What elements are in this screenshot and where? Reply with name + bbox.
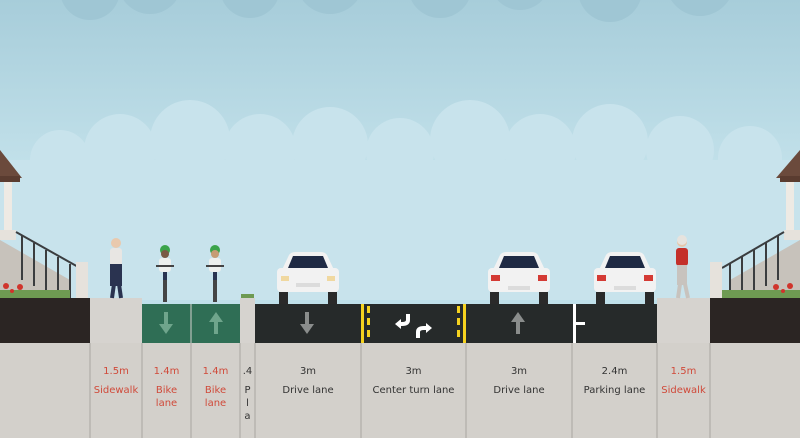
segment-name: Drive lane xyxy=(282,385,334,396)
turn-left-right-icon xyxy=(398,314,428,338)
segment-width: 3m xyxy=(405,366,422,377)
segment-width: 1.5m xyxy=(103,366,129,377)
sidewalk-left-surface xyxy=(90,298,142,343)
segment-dividers xyxy=(89,343,711,438)
segment-name: Parking lane xyxy=(583,385,646,396)
pedestrian-icon xyxy=(110,238,123,299)
segment-width: 1.5m xyxy=(670,366,697,377)
car-icon xyxy=(594,252,656,304)
arrow-down-icon xyxy=(300,312,314,334)
segment-width: .4 xyxy=(242,366,253,377)
segment-width: 3m xyxy=(299,366,317,377)
segment-name: Drive lane xyxy=(493,385,545,396)
ground-left xyxy=(0,298,90,343)
segment-parking-lane[interactable]: 2.4m Parking lane xyxy=(572,365,657,397)
arrow-up-icon xyxy=(209,312,223,334)
segment-name: Bike lane xyxy=(155,385,178,409)
segment-width: 2.4m xyxy=(601,366,628,377)
segment-bike-lane-2[interactable]: 1.4m Bike lane xyxy=(191,365,240,410)
center-turn-markings xyxy=(361,304,466,343)
label-band xyxy=(0,343,800,438)
segment-name: Center turn lane xyxy=(372,385,455,396)
segment-width: 1.4m xyxy=(153,366,180,377)
segment-center-turn-lane[interactable]: 3m Center turn lane xyxy=(361,365,466,397)
arrow-down-icon xyxy=(159,312,173,334)
parking-lane-marking xyxy=(573,304,585,343)
segment-name: Sidewalk xyxy=(661,385,706,396)
segment-name: Bike lane xyxy=(204,385,227,409)
arrow-up-icon xyxy=(511,312,525,334)
cyclist-icon xyxy=(206,245,224,302)
planting-strip-surface xyxy=(240,298,255,343)
segment-planting-strip[interactable]: .4 Pla xyxy=(240,365,255,438)
pedestrian-icon xyxy=(676,235,690,299)
segment-sidewalk-left[interactable]: 1.5m Sidewalk xyxy=(90,365,142,397)
segment-width: 3m xyxy=(510,366,528,377)
flower-icon xyxy=(722,283,800,298)
segment-name: Sidewalk xyxy=(93,385,139,396)
house-left xyxy=(0,150,88,298)
segment-bike-lane-1[interactable]: 1.4m Bike lane xyxy=(142,365,191,410)
sidewalk-right-surface xyxy=(657,298,710,343)
top-clouds xyxy=(61,0,729,22)
car-icon xyxy=(488,252,550,304)
segment-drive-lane-2[interactable]: 3m Drive lane xyxy=(466,365,572,397)
segment-sidewalk-right[interactable]: 1.5m Sidewalk xyxy=(657,365,710,397)
flower-icon xyxy=(0,283,70,298)
segment-drive-lane-1[interactable]: 3m Drive lane xyxy=(255,365,361,397)
ground-right xyxy=(710,298,800,343)
segment-width: 1.4m xyxy=(202,366,229,377)
cloud-band xyxy=(0,100,800,300)
cyclist-icon xyxy=(156,245,174,302)
car-icon xyxy=(277,252,339,304)
house-right xyxy=(710,150,800,298)
roadway-surface xyxy=(255,304,657,343)
segment-name: Pla xyxy=(244,385,251,422)
